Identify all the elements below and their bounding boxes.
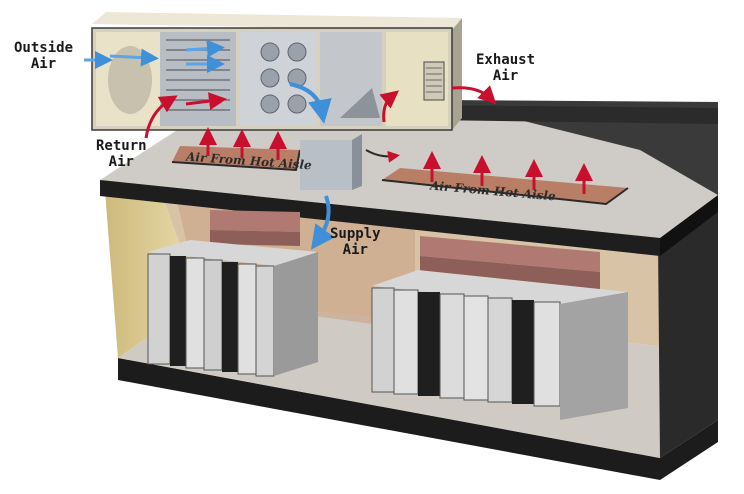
server-racks-left — [147, 210, 318, 377]
supply-duct — [300, 134, 362, 190]
hot-aisle-slot-right — [381, 168, 629, 206]
hot-aisle-up-arrows — [199, 127, 593, 194]
air-handling-unit — [91, 12, 462, 131]
outside-air-arrows — [84, 39, 225, 73]
return-air-arrows — [144, 85, 497, 139]
relief-arrow — [365, 149, 400, 163]
server-racks-right — [371, 236, 628, 420]
hot-aisle-slot-left — [171, 146, 301, 172]
supply-air-arrows — [289, 82, 335, 250]
